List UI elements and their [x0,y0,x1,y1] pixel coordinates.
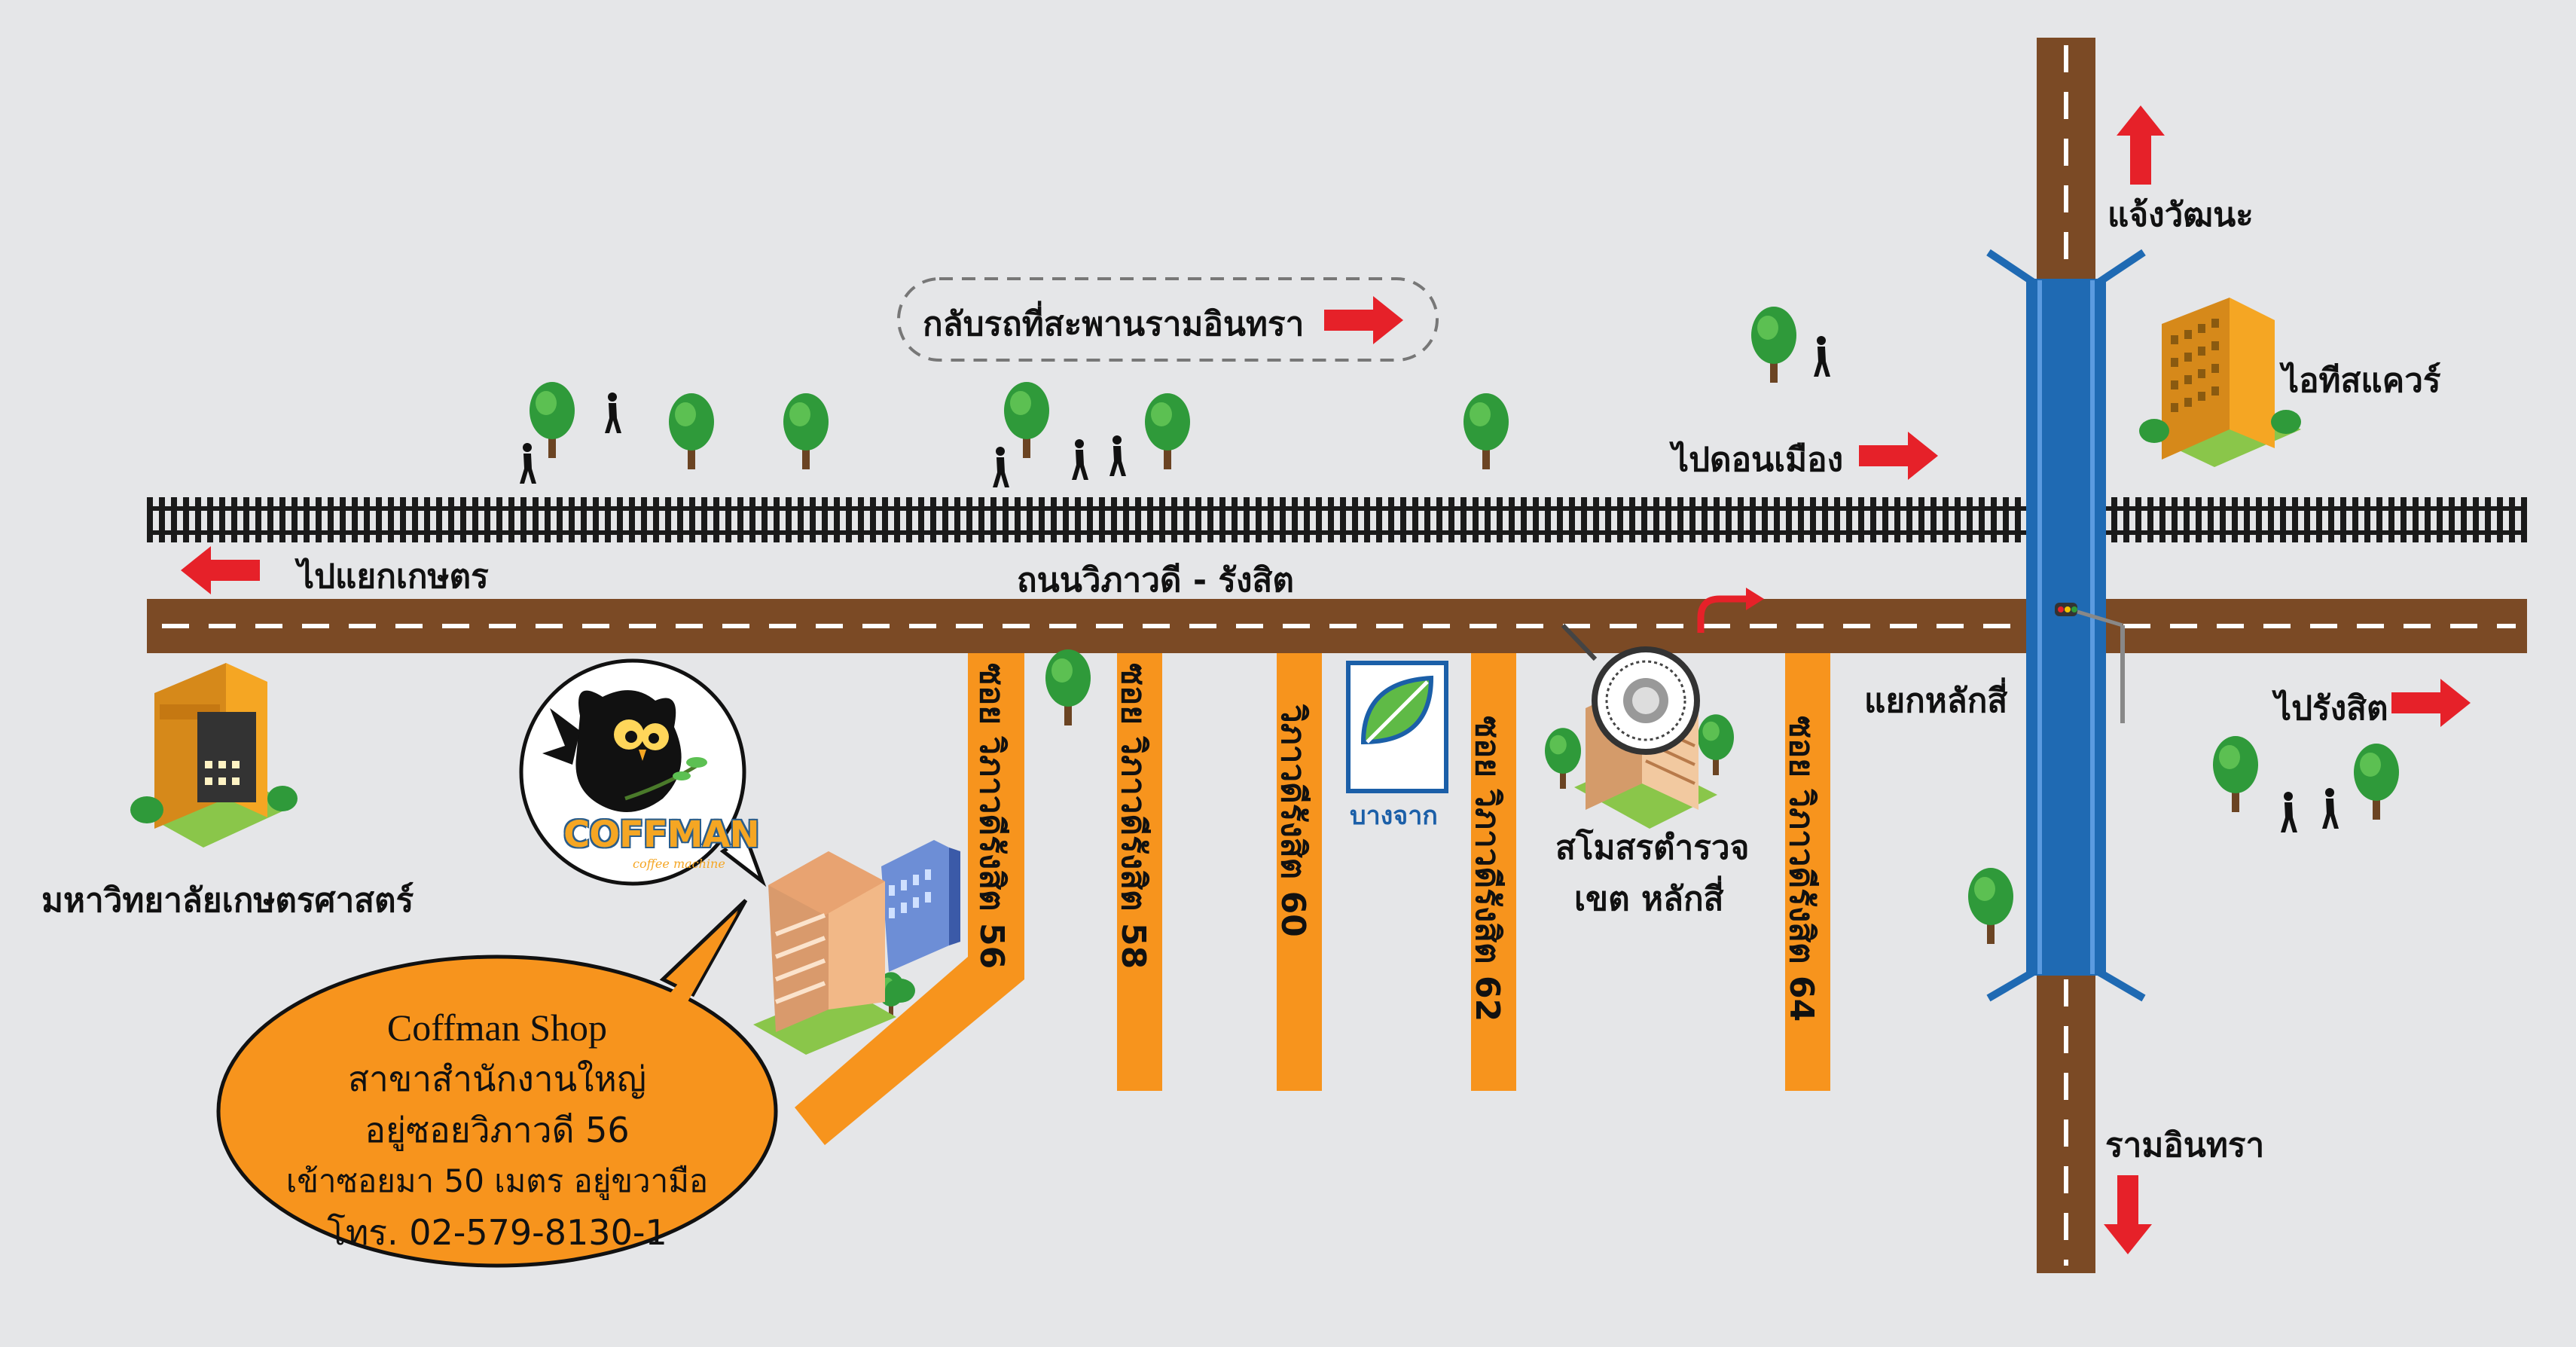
soi-56-label: ซอย วิภาวดีรังสิต 56 [972,663,1011,970]
u-turn-icon [1697,588,1764,633]
coffman-brand: COFFMAN [563,814,760,856]
soi-62-label: ซอย วิภาวดีรังสิต 62 [1468,716,1506,1022]
main-road-label: ถนนวิภาวดี - รังสิต [1017,561,1294,600]
soi-60-label: วิภาวดีรังสิต 60 [1274,704,1312,937]
train-track [147,497,2527,542]
building-icon [753,840,960,1055]
shop-line-2: อยู่ซอยวิภาวดี 56 [365,1110,630,1150]
shop-line-3: เข้าซอยมา 50 เมตร อยู่ขวามือ [285,1162,709,1199]
police-seal-icon [1561,623,1700,755]
to-kaset-junction-label: ไปแยกเกษตร [298,557,489,596]
back-bridge-box [897,277,1439,362]
building-icon [130,663,298,848]
coffman-brand-sub: coffee machine [633,857,725,871]
shop-line-1: สาขาสำนักงานใหญ่ [347,1058,647,1099]
shop-info-bubble [216,899,778,1268]
chaeng-watthana-label: แจ้งวัฒนะ [2107,196,2254,234]
bangchak-logo-icon [1346,661,1448,793]
police-club-label-2: เขต หลักสี่ [1574,880,1724,918]
soi-64-label: ซอย วิภาวดีรังสิต 64 [1782,716,1821,1022]
soi-roads [795,625,1830,1145]
owl-logo-icon [542,690,707,812]
to-rangsit-label: ไปรังสิต [2275,689,2388,728]
shop-info-text: Coffman Shop สาขาสำนักงานใหญ่ อยู่ซอยวิภ… [233,1002,761,1258]
kasetsart-univ-label: มหาวิทยาลัยเกษตรศาสตร์ [41,881,414,920]
main-road [147,599,2527,653]
expressway [1986,249,2146,1002]
shop-phone: โทร. 02-579-8130-1 [327,1212,667,1253]
lak-si-junction-label: แยกหลักสี่ [1864,682,2008,720]
building-icon [2139,298,2301,467]
to-don-mueang-label: ไปดอนเมือง [1672,441,1844,479]
traffic-light-icon [2055,603,2125,723]
bangchak-label: บางจาก [1350,801,1438,831]
shop-name: Coffman Shop [386,1006,608,1049]
ram-inthra-label: รามอินทรา [2105,1126,2265,1165]
police-club-label-1: สโมสรตำรวจ [1555,829,1750,867]
back-bridge-label: กลับรถที่สะพานรามอินทรา [923,305,1305,344]
soi-58-label: ซอย วิภาวดีรังสิต 58 [1114,663,1152,970]
it-square-label: ไอทีสแควร์ [2282,362,2441,400]
